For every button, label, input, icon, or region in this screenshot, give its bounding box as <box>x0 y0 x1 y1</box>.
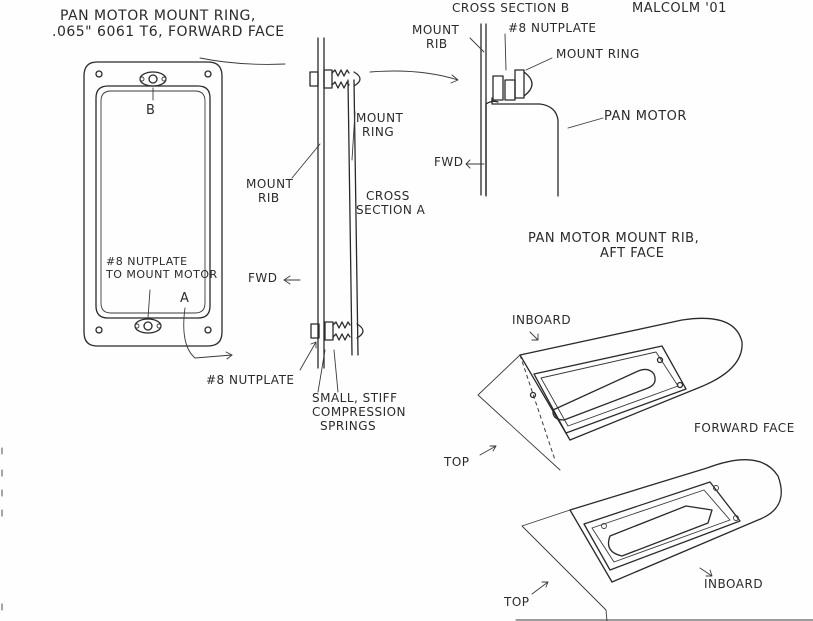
cross-section-a-label: CROSS SECTION A <box>356 189 426 218</box>
springs-label: SMALL, STIFF COMPRESSION SPRINGS <box>312 391 407 433</box>
rib-title-line-1: PAN MOTOR MOUNT RIB, <box>528 231 700 246</box>
mount-rib-label-line-1: MOUNT <box>246 177 294 191</box>
mount-ring-label-line-2: RING <box>362 124 395 139</box>
forward-face-label: FORWARD FACE <box>694 421 795 435</box>
b-mount-rib-line-1: MOUNT <box>412 23 460 37</box>
rib-title-line-2: AFT FACE <box>600 245 665 261</box>
mount-ring-front-view <box>83 57 286 360</box>
inboard-label-aft: INBOARD <box>512 313 572 327</box>
springs-line-1: SMALL, STIFF <box>312 391 398 405</box>
rib-view-title: PAN MOTOR MOUNT RIB, AFT FACE <box>528 231 700 262</box>
author-signature: MALCOLM '01 <box>632 1 727 16</box>
title-line-1: PAN MOTOR MOUNT RING, <box>60 8 256 24</box>
nutplate-note: #8 NUTPLATE TO MOUNT MOTOR <box>106 255 218 281</box>
callout-b: B <box>146 103 156 118</box>
top-label-aft: TOP <box>444 455 470 469</box>
cross-section-a-line-1: CROSS <box>366 189 410 203</box>
cross-section-a-line-2: SECTION A <box>356 202 426 217</box>
b-mount-rib-line-2: RIB <box>426 36 448 51</box>
cross-section-a-view <box>283 37 459 393</box>
title-line-2: .065" 6061 T6, FORWARD FACE <box>52 24 285 41</box>
section-b-title: CROSS SECTION B <box>452 1 570 15</box>
springs-line-3: SPRINGS <box>320 418 377 433</box>
mount-rib-aft-face-view <box>477 317 743 471</box>
mount-rib-label: MOUNT RIB <box>246 177 294 206</box>
mount-ring-label: MOUNT RING <box>356 111 404 140</box>
callout-a: A <box>180 291 190 306</box>
springs-line-2: COMPRESSION <box>312 404 407 419</box>
top-label-forward: TOP <box>504 595 530 609</box>
fwd-label-section-a: FWD <box>248 271 278 285</box>
cross-section-b-view <box>465 23 604 197</box>
b-mount-ring-label: MOUNT RING <box>556 47 640 61</box>
mount-ring-label-line-1: MOUNT <box>356 111 404 125</box>
nutplate-note-line-2: TO MOUNT MOTOR <box>106 267 218 281</box>
nutplate-label: #8 NUTPLATE <box>206 373 295 387</box>
nutplate-note-line-1: #8 NUTPLATE <box>106 255 188 268</box>
b-nutplate-label: #8 NUTPLATE <box>508 21 597 35</box>
b-fwd-label: FWD <box>434 155 464 169</box>
inboard-label-forward: INBOARD <box>704 577 764 591</box>
b-mount-rib-label: MOUNT RIB <box>412 23 460 52</box>
front-view-title: PAN MOTOR MOUNT RING, .065" 6061 T6, FOR… <box>52 8 285 40</box>
mount-rib-forward-face-view <box>515 459 813 621</box>
mount-rib-label-line-2: RIB <box>258 190 280 205</box>
b-pan-motor-label: PAN MOTOR <box>604 109 687 124</box>
